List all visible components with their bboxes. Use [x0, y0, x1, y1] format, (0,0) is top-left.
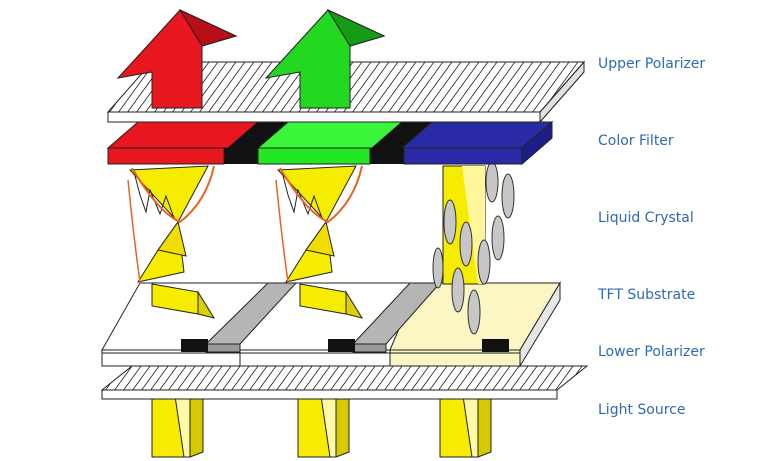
tft-transistor-3: [482, 339, 509, 352]
black-matrix-2-front: [370, 148, 404, 164]
label-color-filter: Color Filter: [598, 133, 674, 149]
label-light-source: Light Source: [598, 402, 686, 418]
label-tft-substrate: TFT Substrate: [598, 287, 696, 303]
light-beam-red-column: [151, 395, 204, 458]
electrode-strip-1: [204, 282, 298, 353]
light-source-beams: [151, 395, 492, 458]
color-filter-red-front: [107, 147, 225, 165]
light-beam-green-column: [297, 395, 350, 458]
liquid-crystal-molecules: [432, 161, 515, 335]
black-matrix-1-top: [228, 122, 288, 148]
liquid-crystal-twist-red: [127, 165, 216, 319]
tft-substrate-plate: [101, 281, 561, 368]
green-light-output-arrow: [264, 8, 386, 109]
black-matrix-2-top: [372, 122, 432, 148]
tft-transistor-2: [328, 339, 355, 352]
color-filter-blue-side: [521, 120, 553, 166]
color-filter-green-front: [257, 147, 371, 165]
lower-polarizer-plate: [100, 365, 589, 400]
color-filter-layer: [106, 120, 554, 166]
label-lower-polarizer: Lower Polarizer: [598, 344, 705, 360]
color-filter-blue-front: [403, 147, 523, 165]
label-liquid-crystal: Liquid Crystal: [598, 210, 694, 226]
liquid-crystal-twist-green: [275, 165, 364, 319]
electrode-strip-2: [351, 282, 442, 353]
light-beam-blue-column: [439, 395, 492, 458]
label-upper-polarizer: Upper Polarizer: [598, 56, 706, 72]
liquid-crystal-aligned-blue: [432, 161, 515, 335]
red-light-output-arrow: [116, 8, 238, 109]
tft-transistor-1: [181, 339, 208, 352]
black-matrix-1-front: [224, 148, 258, 164]
